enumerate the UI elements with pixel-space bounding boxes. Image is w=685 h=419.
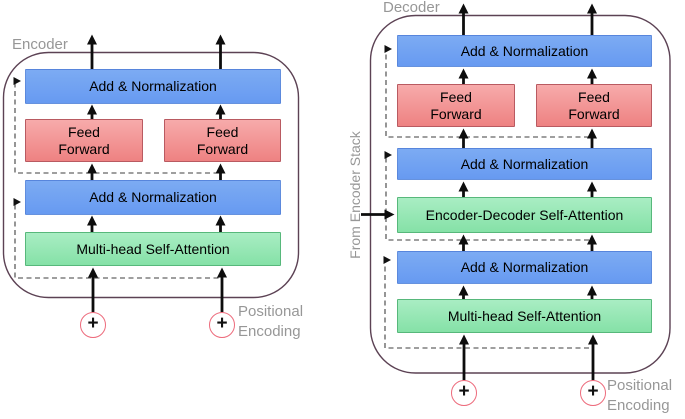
- from-encoder-stack-label: From Encoder Stack: [347, 131, 363, 259]
- encoder-positional-plus-icon-right: +: [209, 312, 235, 338]
- decoder-add-norm-mid: Add & Normalization: [397, 148, 652, 180]
- decoder-title: Decoder: [383, 0, 440, 16]
- decoder-positional-encoding-label: Positional Encoding: [607, 377, 673, 414]
- decoder-flow-arrows: [458, 3, 598, 380]
- encoder-feed-forward-left: Feed Forward: [25, 119, 143, 162]
- encoder-residual-bottom: [13, 198, 219, 279]
- encoder-multihead-attention: Multi-head Self-Attention: [25, 232, 281, 266]
- decoder-feed-forward-right: Feed Forward: [536, 84, 652, 127]
- encoder-add-norm-bottom: Add & Normalization: [25, 180, 281, 215]
- encoder-title: Encoder: [12, 36, 68, 53]
- decoder-encoder-decoder-attention: Encoder-Decoder Self-Attention: [397, 197, 652, 233]
- decoder-residual-bottom: [383, 256, 589, 349]
- encoder-flow-arrows: [87, 34, 227, 312]
- decoder-multihead-attention: Multi-head Self-Attention: [397, 299, 652, 333]
- decoder-positional-plus-icon-left: +: [451, 380, 477, 406]
- encoder-residual-top: [13, 77, 219, 174]
- encoder-feed-forward-right: Feed Forward: [164, 119, 281, 162]
- encoder-add-norm-top: Add & Normalization: [25, 69, 281, 104]
- encoder-positional-encoding-label: Positional Encoding: [238, 303, 304, 340]
- encoder-container: [2, 51, 300, 299]
- decoder-positional-plus-icon-right: +: [580, 380, 606, 406]
- decoder-residual-mid: [384, 151, 589, 241]
- decoder-feed-forward-left: Feed Forward: [397, 84, 515, 127]
- decoder-residual-top: [384, 45, 589, 138]
- encoder-positional-plus-icon-left: +: [80, 312, 106, 338]
- decoder-add-norm-bottom: Add & Normalization: [397, 251, 652, 284]
- decoder-add-norm-top: Add & Normalization: [397, 35, 652, 67]
- decoder-container: [369, 14, 671, 374]
